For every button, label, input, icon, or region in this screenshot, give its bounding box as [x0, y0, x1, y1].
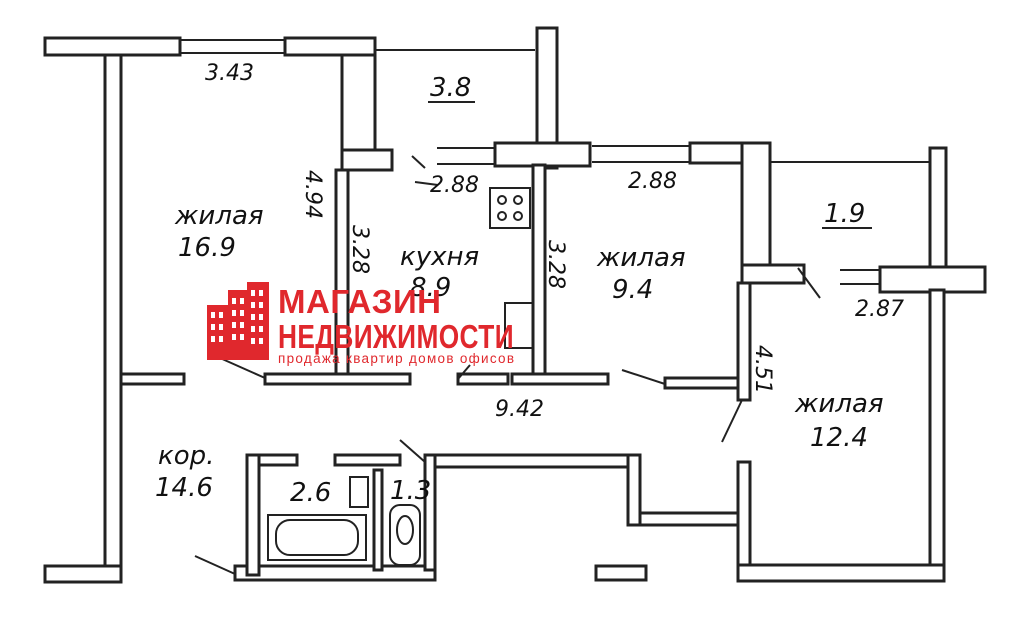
dim-4-94: 4.94 [300, 170, 325, 219]
room-area-corridor: 14.6 [155, 473, 213, 503]
walls [43, 26, 987, 584]
room-area-bathroom: 2.6 [290, 478, 331, 508]
room-area-kitchen: 8.9 [410, 273, 451, 303]
room-area-toilet: 1.3 [390, 476, 431, 506]
dim-2-87: 2.87 [855, 297, 904, 322]
room-area-living-middle: 9.4 [612, 275, 653, 305]
dim-4-51: 4.51 [750, 345, 775, 394]
agency-logo: МАГАЗИН НЕДВИЖИМОСТИ продажа квартир дом… [207, 282, 514, 366]
room-area-living-left: 16.9 [178, 233, 236, 263]
room-name-kitchen: кухня [400, 242, 479, 272]
dim-9-42: 9.42 [495, 397, 544, 422]
room-name-living-middle: жилая [596, 243, 686, 273]
building-logo-icon [207, 282, 269, 360]
logo-line-2: НЕДВИЖИМОСТИ [278, 318, 514, 355]
balcony-area-right: 1.9 [824, 199, 865, 229]
dim-3-28-b: 3.28 [543, 240, 568, 289]
dim-3-28-a: 3.28 [347, 225, 372, 274]
room-name-corridor: кор. [158, 441, 214, 471]
logo-line-1: МАГАЗИН [278, 283, 442, 320]
dim-2-88-b: 2.88 [628, 169, 677, 194]
room-area-living-right: 12.4 [810, 423, 868, 453]
dim-2-88-a: 2.88 [430, 173, 479, 198]
logo-tagline: продажа квартир домов офисов [278, 351, 514, 366]
room-name-living-right: жилая [794, 389, 884, 419]
room-name-living-left: жилая [174, 201, 264, 231]
dim-3-43: 3.43 [205, 61, 254, 86]
balcony-area-left: 3.8 [430, 73, 471, 103]
